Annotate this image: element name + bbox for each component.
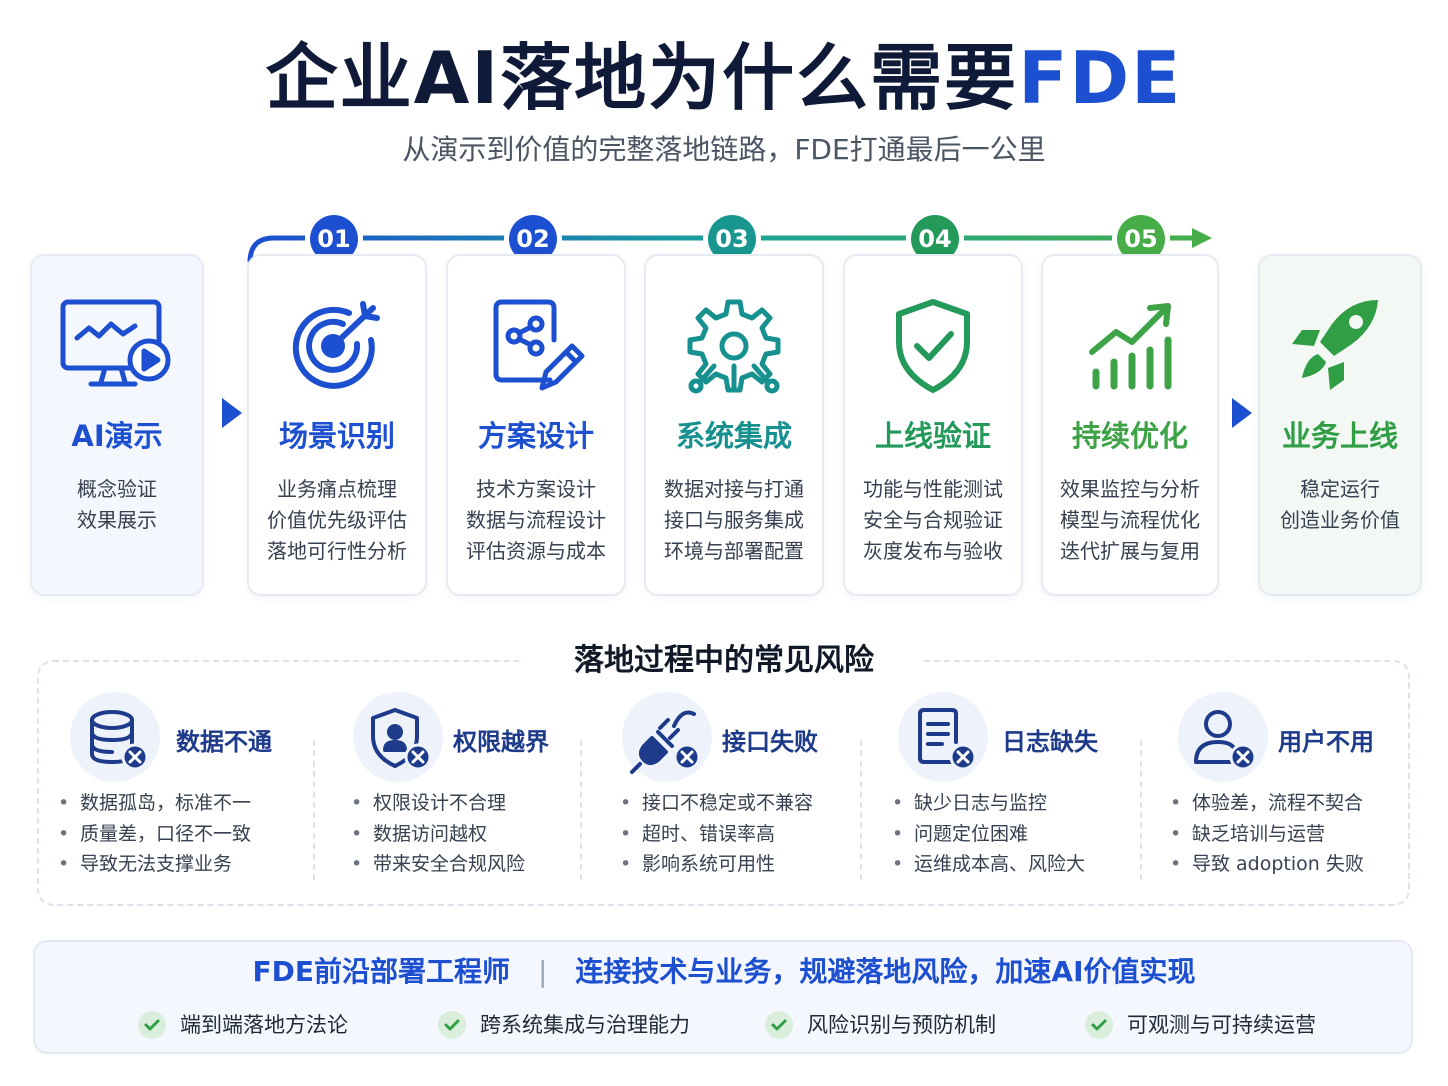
risk-point: 数据访问越权	[351, 819, 525, 850]
flow-arrow-icon	[222, 398, 242, 428]
risk-point: 体验差，流程不契合	[1170, 788, 1364, 819]
stage-detail: 价值优先级评估	[267, 508, 407, 532]
stage-title: 持续优化	[1071, 419, 1188, 453]
rocket-icon	[1292, 300, 1378, 390]
target-icon	[292, 301, 380, 389]
risk-point: 权限设计不合理	[351, 788, 525, 819]
risk-item-adoption: 用户不用 体验差，流程不契合 缺乏培训与运营 导致 adoption 失败	[1178, 692, 1418, 892]
risk-divider	[313, 740, 315, 880]
risk-point: 带来安全合规风险	[351, 849, 525, 880]
user-x-icon	[1194, 710, 1257, 771]
shield-check-icon	[896, 299, 970, 393]
fde-feature-label: 风险识别与预防机制	[807, 1013, 996, 1037]
stage-detail: 业务痛点梳理	[277, 477, 397, 501]
risk-divider	[580, 740, 582, 880]
fde-feature-label: 跨系统集成与治理能力	[480, 1013, 690, 1037]
risk-point: 运维成本高、风险大	[892, 849, 1085, 880]
stage-detail: 创造业务价值	[1280, 508, 1400, 532]
stage-title: 系统集成	[675, 419, 792, 453]
fde-tagline: 连接技术与业务，规避落地风险，加速AI价值实现	[575, 955, 1196, 988]
fde-feature: 可观测与可持续运营	[1085, 1010, 1316, 1040]
document-x-icon	[918, 708, 977, 771]
fde-role: FDE前沿部署工程师	[252, 955, 510, 988]
monitor-play-icon	[60, 299, 171, 387]
check-icon	[138, 1011, 166, 1039]
stage-detail: 技术方案设计	[476, 477, 596, 501]
stage-detail: 效果展示	[77, 508, 157, 532]
stage-detail: 评估资源与成本	[466, 539, 606, 563]
risk-point: 缺少日志与监控	[892, 788, 1085, 819]
check-icon	[1085, 1011, 1113, 1039]
risk-title: 接口失败	[722, 728, 818, 756]
stage-detail: 环境与部署配置	[664, 539, 804, 563]
stage-detail: 效果监控与分析	[1060, 477, 1200, 501]
bar-chart-trend-icon	[1089, 303, 1172, 390]
risk-point: 问题定位困难	[892, 819, 1085, 850]
flow-arrow-icon	[1232, 398, 1252, 428]
risk-title: 日志缺失	[1002, 728, 1098, 756]
risk-title: 数据不通	[176, 728, 272, 756]
stage-detail: 接口与服务集成	[664, 508, 804, 532]
risk-divider	[1140, 740, 1142, 880]
fde-feature: 跨系统集成与治理能力	[438, 1010, 690, 1040]
risk-item-interface: 接口失败 接口不稳定或不兼容 超时、错误率高 影响系统可用性	[622, 692, 862, 892]
risk-point: 导致 adoption 失败	[1170, 849, 1364, 880]
document-share-pen-icon	[493, 299, 585, 391]
shield-user-x-icon	[371, 708, 432, 771]
risk-point: 超时、错误率高	[620, 819, 813, 850]
risk-item-data: 数据不通 数据孤岛，标准不一 质量差，口径不一致 导致无法支撑业务	[70, 692, 310, 892]
risk-point: 影响系统可用性	[620, 849, 813, 880]
fde-feature-label: 可观测与可持续运营	[1127, 1013, 1316, 1037]
risk-item-permission: 权限越界 权限设计不合理 数据访问越权 带来安全合规风险	[353, 692, 593, 892]
stage-detail: 迭代扩展与复用	[1060, 539, 1200, 563]
stage-card-optimization: 持续优化 效果监控与分析 模型与流程优化 迭代扩展与复用	[1041, 254, 1219, 596]
stage-title: 方案设计	[477, 419, 594, 453]
page-title: 企业AI落地为什么需要FDE	[0, 30, 1448, 126]
database-x-icon	[90, 710, 149, 771]
title-accent: FDE	[1018, 36, 1183, 120]
check-icon	[765, 1011, 793, 1039]
risk-point: 数据孤岛，标准不一	[58, 788, 251, 819]
risk-title: 权限越界	[453, 728, 549, 756]
stage-detail: 概念验证	[77, 477, 157, 501]
risk-heading: 落地过程中的常见风险	[524, 640, 924, 682]
stage-detail: 模型与流程优化	[1060, 508, 1200, 532]
stage-detail: 落地可行性分析	[267, 539, 407, 563]
risk-item-logging: 日志缺失 缺少日志与监控 问题定位困难 运维成本高、风险大	[898, 692, 1138, 892]
risk-point: 导致无法支撑业务	[58, 849, 251, 880]
stage-detail: 稳定运行	[1300, 477, 1380, 501]
risk-title: 用户不用	[1278, 728, 1374, 756]
stage-title: 业务上线	[1281, 419, 1398, 453]
stage-title: AI演示	[71, 419, 163, 453]
stage-card-ai-demo: AI演示 概念验证 效果展示	[30, 254, 204, 596]
fde-summary-panel	[33, 940, 1413, 1054]
risk-point: 质量差，口径不一致	[58, 819, 251, 850]
stage-detail: 功能与性能测试	[863, 477, 1003, 501]
stage-detail: 数据与流程设计	[466, 508, 606, 532]
stage-title: 场景识别	[278, 419, 395, 453]
stage-title: 上线验证	[874, 419, 991, 453]
headline-separator: |	[537, 955, 548, 988]
stage-card-design: 方案设计 技术方案设计 数据与流程设计 评估资源与成本	[446, 254, 626, 596]
fde-feature: 端到端落地方法论	[138, 1010, 348, 1040]
stage-detail: 灰度发布与验收	[863, 539, 1003, 563]
check-icon	[438, 1011, 466, 1039]
risk-divider	[860, 740, 862, 880]
fde-feature-label: 端到端落地方法论	[180, 1013, 348, 1037]
title-main: 企业AI落地为什么需要	[265, 36, 1019, 120]
stage-card-scenario: 场景识别 业务痛点梳理 价值优先级评估 落地可行性分析	[247, 254, 427, 596]
fde-feature: 风险识别与预防机制	[765, 1010, 996, 1040]
stage-card-business-launch: 业务上线 稳定运行 创造业务价值	[1258, 254, 1422, 596]
stage-card-validation: 上线验证 功能与性能测试 安全与合规验证 灰度发布与验收	[843, 254, 1023, 596]
stage-card-integration: 系统集成 数据对接与打通 接口与服务集成 环境与部署配置	[644, 254, 824, 596]
stage-detail: 安全与合规验证	[863, 508, 1003, 532]
page-subtitle: 从演示到价值的完整落地链路，FDE打通最后一公里	[402, 133, 1046, 166]
risk-point: 接口不稳定或不兼容	[620, 788, 813, 819]
fde-summary-headline: FDE前沿部署工程师 | 连接技术与业务，规避落地风险，加速AI价值实现	[0, 952, 1448, 992]
plug-x-icon	[630, 710, 701, 774]
stage-detail: 数据对接与打通	[664, 477, 804, 501]
gear-network-icon	[687, 299, 781, 394]
risk-point: 缺乏培训与运营	[1170, 819, 1364, 850]
